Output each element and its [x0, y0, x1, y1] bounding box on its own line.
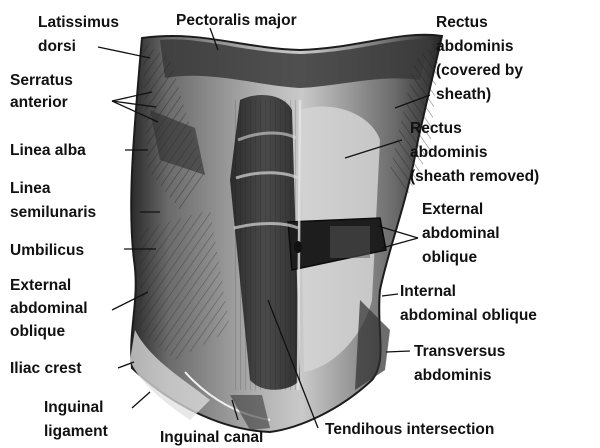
label-iliac-crest: Iliac crest	[10, 360, 82, 377]
label-transversus: Transversus abdominis	[414, 343, 510, 384]
label-external-oblique-right: External abdominal oblique	[422, 201, 504, 266]
rectus-fiber-texture	[235, 100, 297, 390]
label-linea-semilunaris: Linea semilunaris	[10, 180, 96, 221]
leader-inguinal-ligament	[132, 392, 150, 408]
label-inguinal-ligament: Inguinal ligament	[44, 399, 108, 440]
leader-internal-oblique	[382, 294, 398, 296]
oblique-flap-highlight	[330, 226, 370, 258]
label-pectoralis-major: Pectoralis major	[176, 12, 297, 29]
label-external-oblique-left: External abdominal oblique	[10, 277, 92, 340]
leader-transversus	[386, 351, 410, 352]
label-internal-oblique: Internal abdominal oblique	[400, 283, 537, 324]
label-rectus-removed: Rectus abdominis (sheath removed)	[410, 120, 539, 185]
torso-illustration	[130, 35, 442, 432]
label-latissimus-dorsi: Latissimus dorsi	[38, 14, 123, 55]
label-umbilicus: Umbilicus	[10, 242, 84, 259]
label-rectus-covered: Rectus abdominis (covered by sheath)	[436, 14, 527, 103]
label-inguinal-canal: Inguinal canal	[160, 429, 263, 446]
label-linea-alba: Linea alba	[10, 142, 86, 159]
label-serratus-anterior: Serratus anterior	[10, 72, 77, 111]
umbilicus-mark	[294, 241, 302, 253]
label-tendinous-intersection: Tendihous intersection	[325, 421, 494, 438]
transversus-region	[355, 300, 390, 390]
